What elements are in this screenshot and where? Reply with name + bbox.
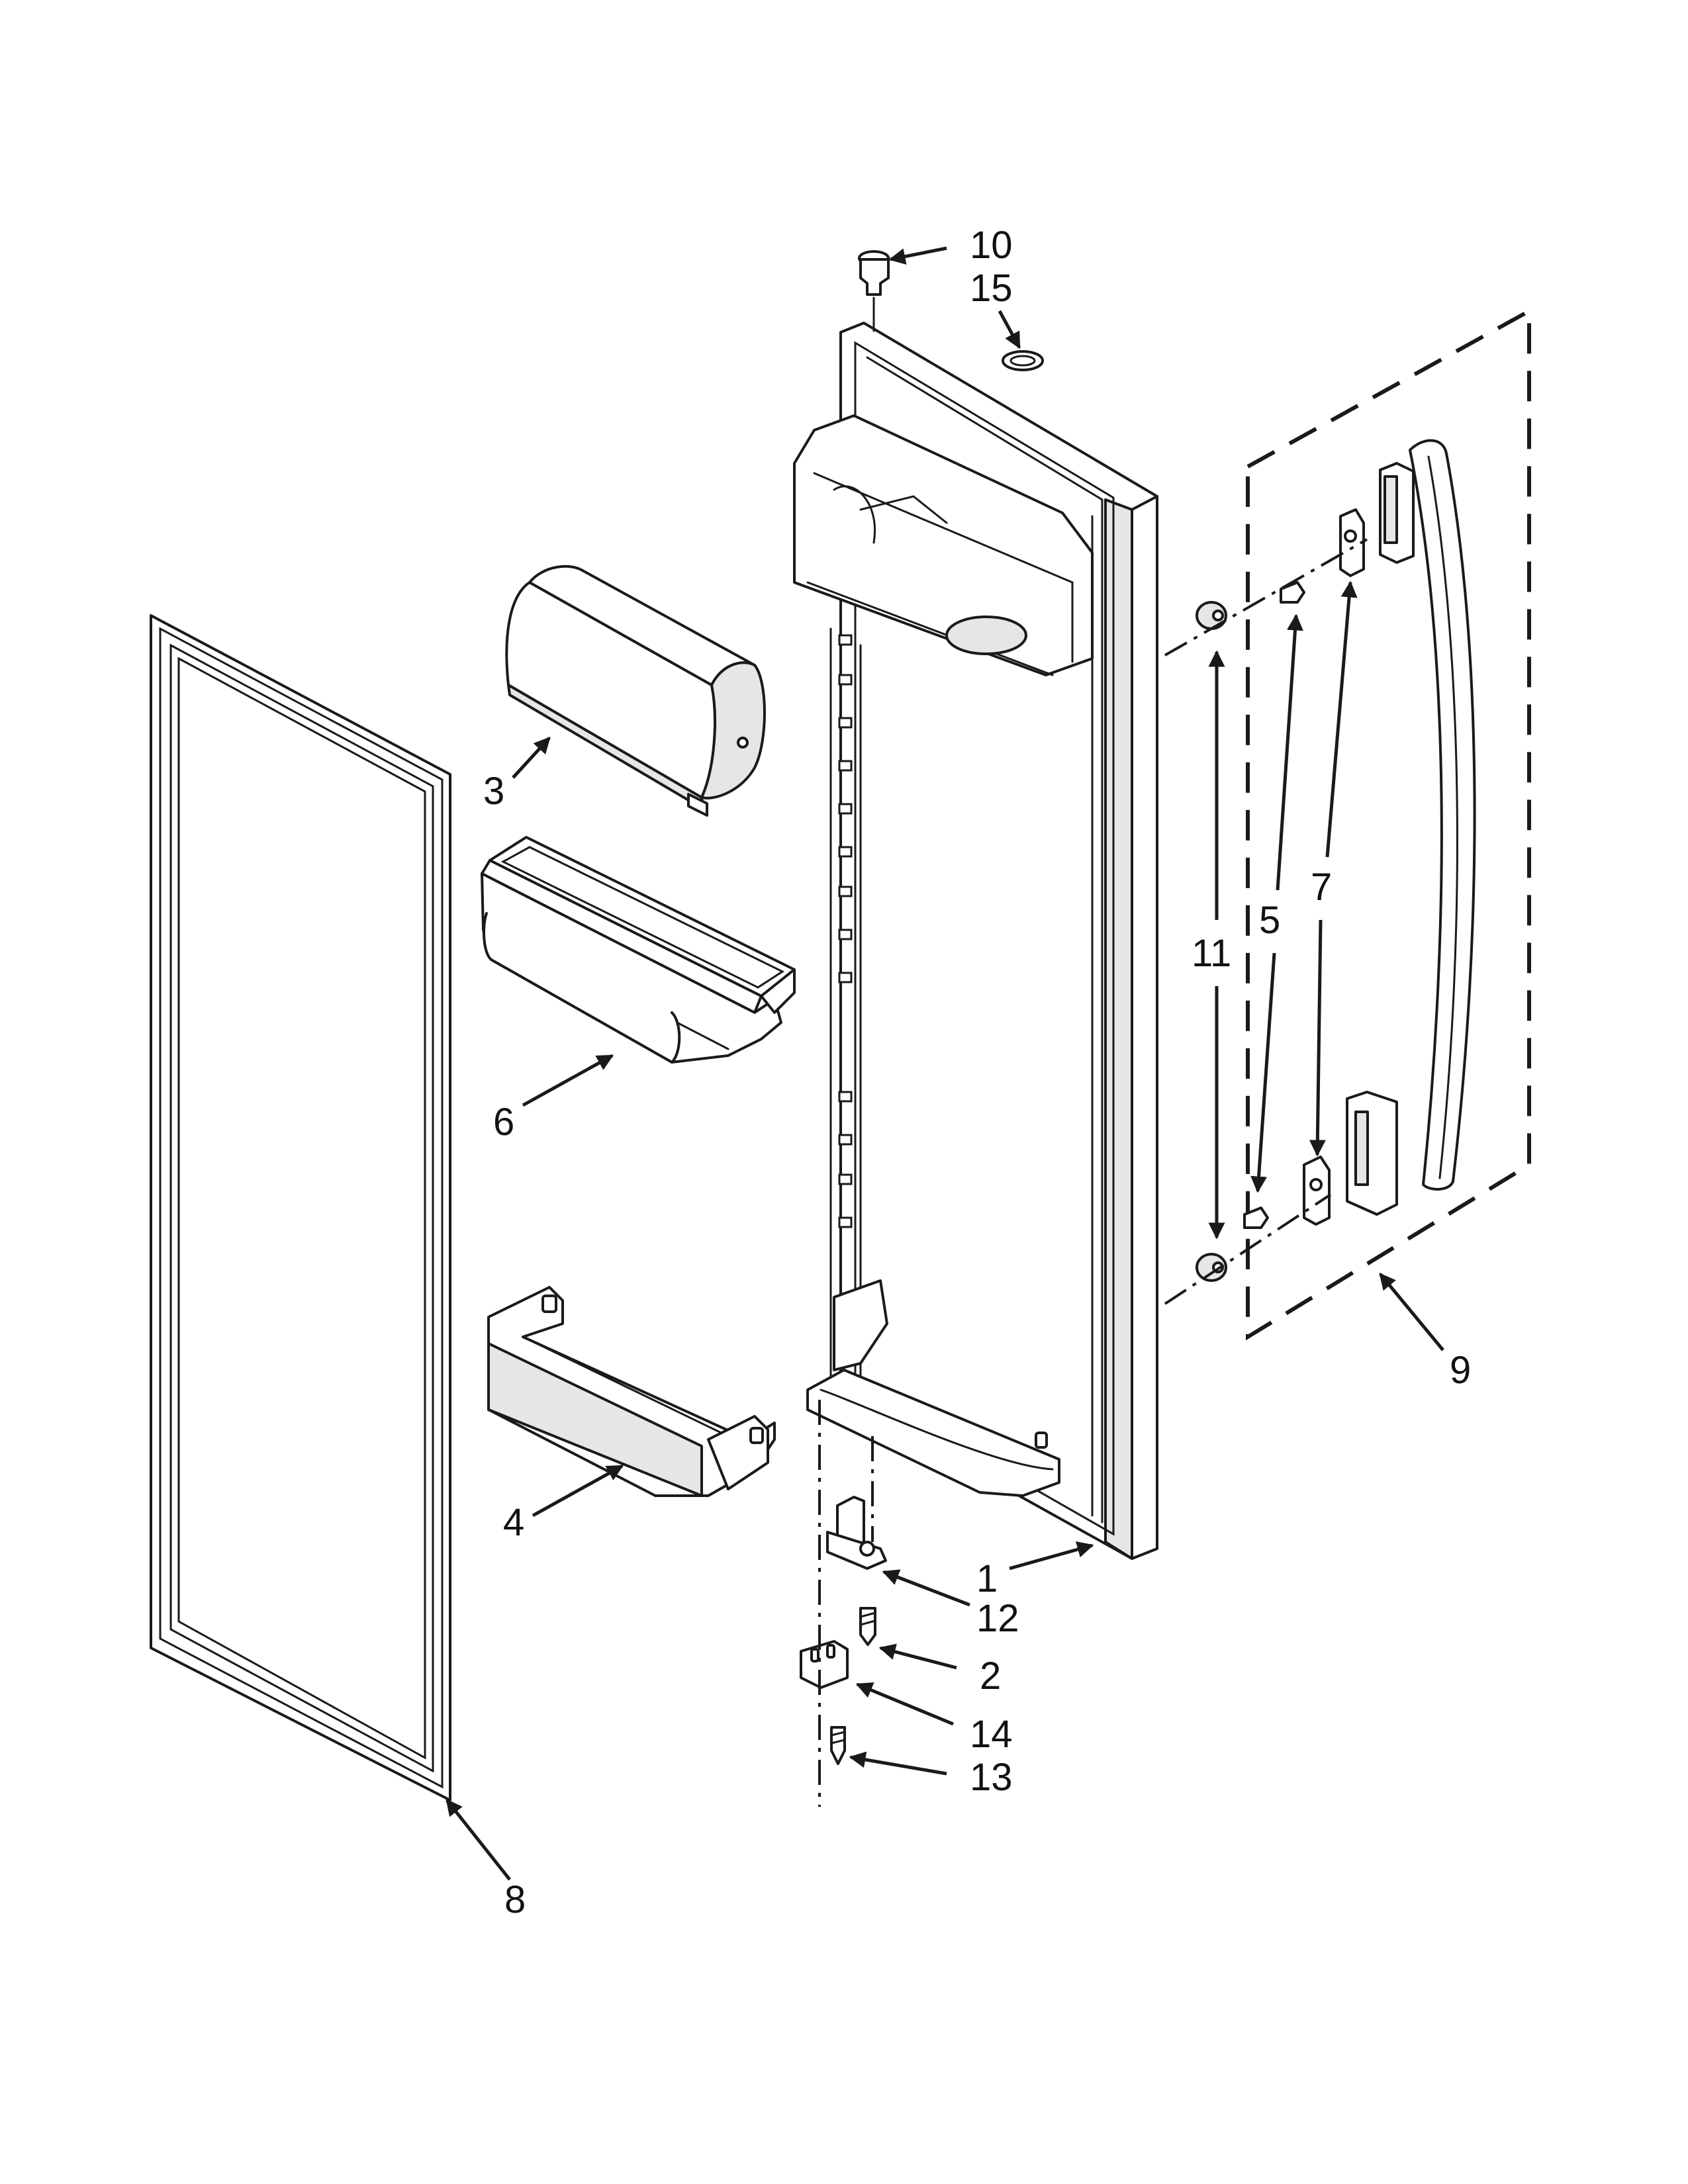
liner-rail-dot (838, 1173, 853, 1185)
callout-1: 1 (976, 1557, 998, 1600)
handle-kit-outline (1246, 307, 1531, 1341)
callout-15: 15 (970, 267, 1013, 310)
callout-5: 5 (1259, 899, 1280, 942)
callout-6: 6 (493, 1101, 514, 1144)
callout-2: 2 (980, 1655, 1001, 1698)
liner-rail-dot (838, 1134, 853, 1146)
handle-mount-bracket-bottom-part (1303, 1156, 1331, 1226)
callout-10: 10 (970, 224, 1013, 267)
handle-axis-top (1164, 538, 1368, 657)
liner-rail-dot (838, 674, 853, 686)
bottom-screw-part (830, 1726, 846, 1765)
liner-rail-dot (838, 886, 853, 897)
handle-end-cap-bottom-part (1346, 1091, 1398, 1216)
handle-axis-bottom (1164, 1193, 1332, 1305)
door-bin-part (481, 836, 796, 1064)
mounting-stud-top-part (1196, 601, 1227, 630)
callout-3: 3 (483, 770, 504, 813)
liner-rail-dot (838, 803, 853, 815)
hinge-screw-part (859, 1607, 876, 1646)
door-gasket-part (150, 614, 451, 1801)
liner-rail-dot (838, 972, 853, 983)
liner-rail-dot (838, 929, 853, 940)
liner-rail-dot (838, 634, 853, 646)
callout-4: 4 (503, 1501, 524, 1544)
handle-screw-bottom-part (1243, 1206, 1269, 1229)
callout-9: 9 (1450, 1349, 1471, 1392)
door-handle-part (1409, 439, 1476, 1191)
callout-12: 12 (976, 1597, 1019, 1640)
bottom-hinge-bracket-part (826, 1496, 887, 1570)
covered-dairy-bin-part (505, 565, 766, 817)
leader-lines (445, 246, 1444, 1881)
liner-rail-dot (838, 846, 853, 858)
hinge-washer-part (1002, 350, 1044, 371)
door-assembly-part (793, 322, 1158, 1560)
callout-7: 7 (1311, 866, 1332, 909)
liner-rail-dot (838, 1216, 853, 1228)
hinge-cam-part (800, 1640, 849, 1689)
liner-rail-dot (838, 760, 853, 772)
callout-14: 14 (970, 1713, 1013, 1756)
callout-labels: 10 15 3 6 4 8 1 12 2 14 13 11 5 7 9 (483, 224, 1471, 1921)
callout-13: 13 (970, 1756, 1013, 1799)
top-hinge-pin-part (858, 250, 890, 296)
liner-rail-dot (838, 1091, 853, 1103)
liner-rail-dot (838, 717, 853, 729)
callout-8: 8 (504, 1878, 526, 1921)
handle-screw-top-part (1280, 581, 1305, 604)
handle-mount-bracket-top-part (1339, 508, 1365, 577)
door-shelf-rail-part (487, 1286, 776, 1497)
callout-11: 11 (1192, 932, 1231, 975)
handle-end-cap-top-part (1379, 462, 1415, 564)
